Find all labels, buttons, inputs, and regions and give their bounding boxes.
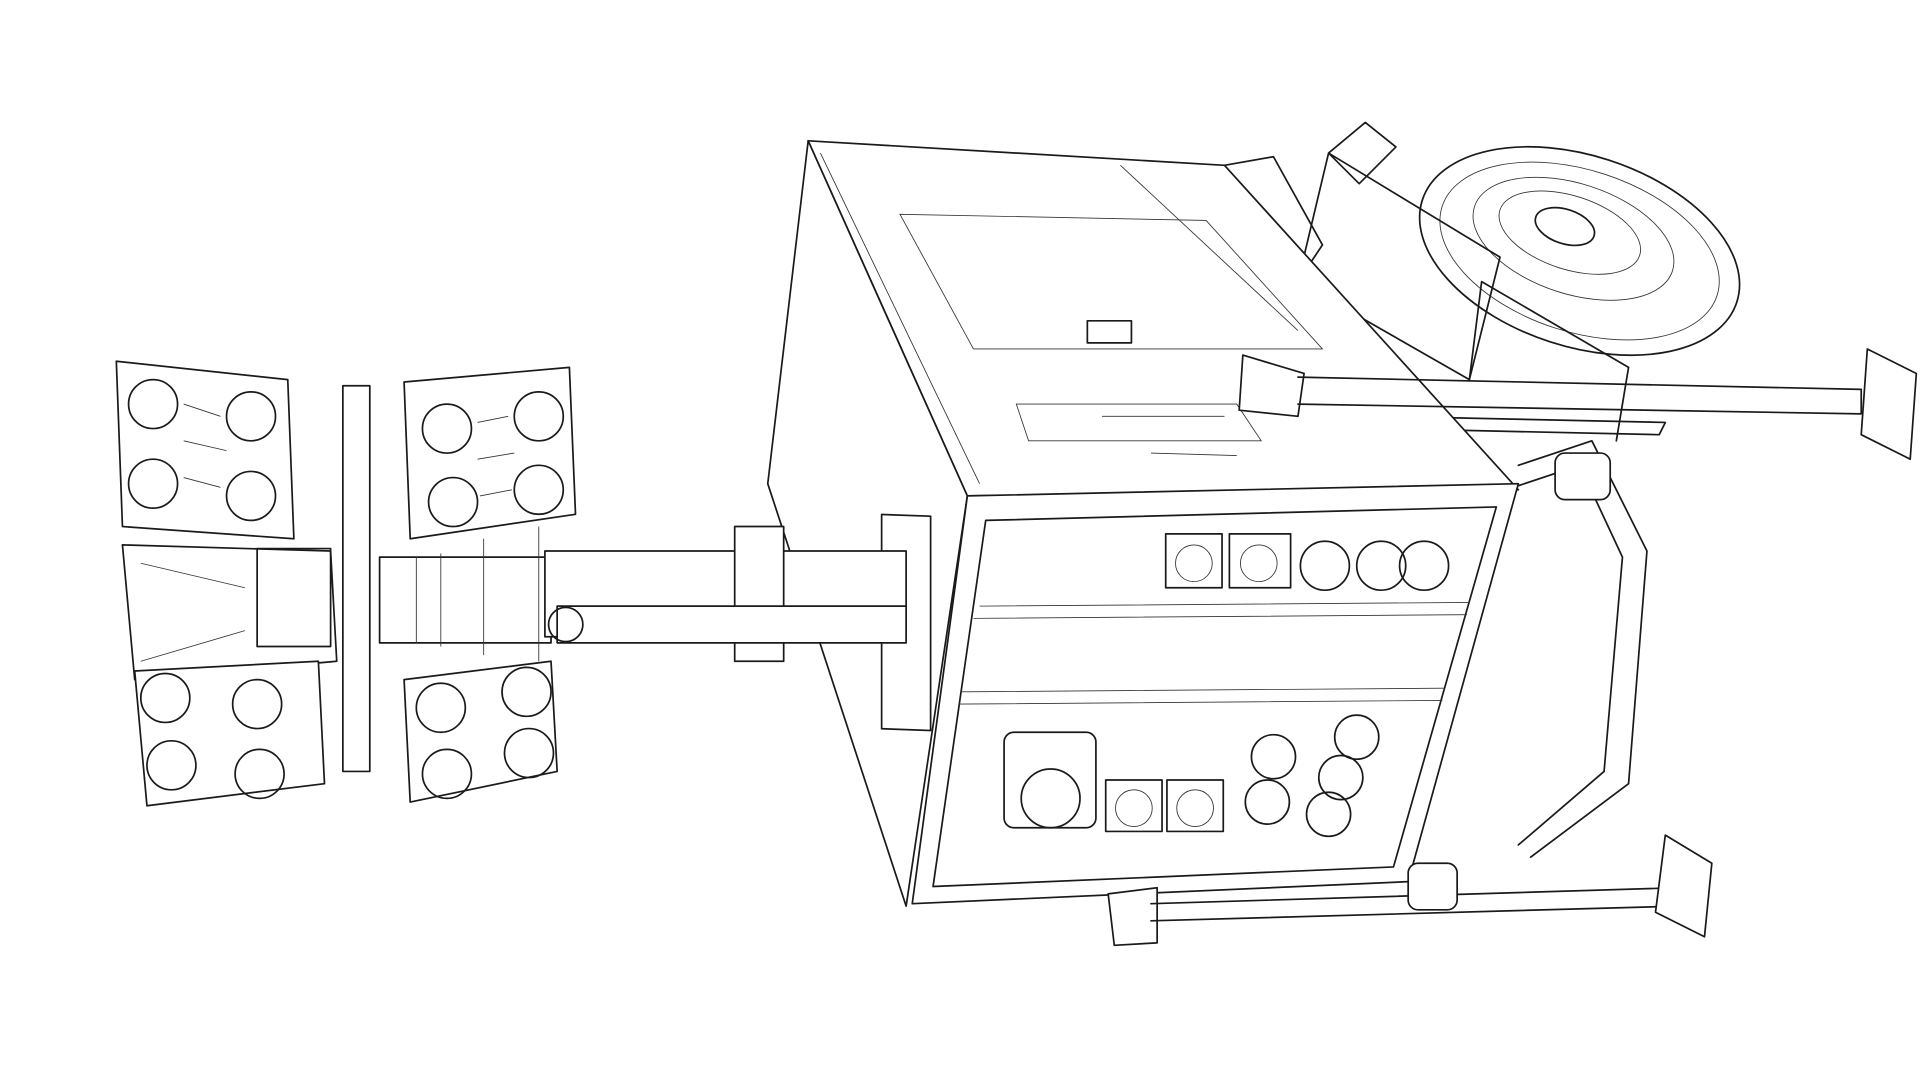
telescopic-mast bbox=[378, 525, 907, 663]
spare-wheel bbox=[1297, 121, 1741, 442]
light-panel-top-left bbox=[115, 360, 295, 540]
light-panel-bottom-left bbox=[133, 660, 326, 807]
light-panel-center bbox=[121, 544, 338, 681]
light-panel-bottom-right bbox=[403, 660, 558, 803]
light-panel-top-right bbox=[403, 366, 577, 540]
light-head-array bbox=[115, 360, 577, 807]
outrigger-legs bbox=[1107, 348, 1918, 947]
generator-housing bbox=[766, 139, 1520, 907]
control-panel bbox=[911, 482, 1520, 905]
socket-row-top bbox=[1164, 533, 1450, 592]
socket-row-bottom bbox=[1003, 714, 1380, 838]
